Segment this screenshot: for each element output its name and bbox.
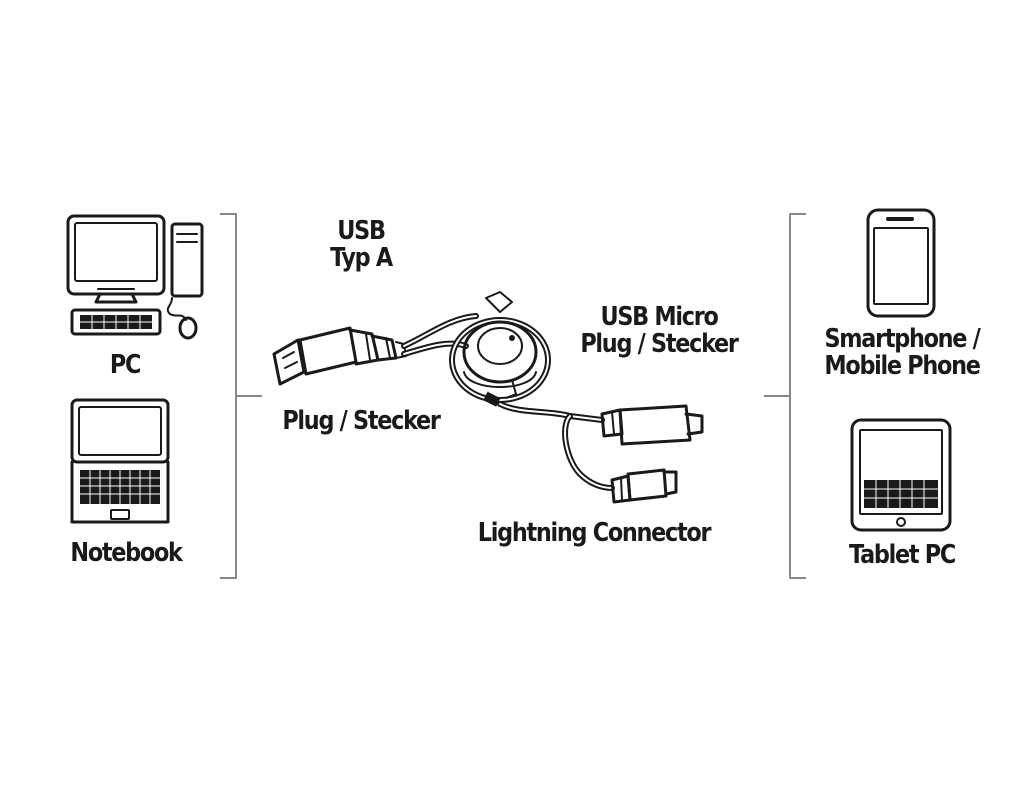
usb-a-plug-label: Plug / Stecker — [282, 406, 441, 436]
left-bracket — [220, 213, 262, 579]
usb-typ-a-line2: Typ A — [330, 243, 393, 273]
smartphone-line2: Mobile Phone — [824, 351, 980, 381]
usb-micro-label: USB Micro Plug / Stecker — [579, 304, 739, 358]
right-bracket — [764, 213, 806, 579]
usb-typ-a-label: USB Typ A — [314, 218, 409, 272]
tablet-label: Tablet PC — [849, 540, 956, 570]
notebook-icon — [70, 398, 170, 524]
smartphone-label: Smartphone / Mobile Phone — [814, 326, 989, 380]
usb-micro-line1: USB Micro — [600, 302, 718, 332]
lightning-connector-label: Lightning Connector — [477, 518, 712, 548]
smartphone-icon — [866, 208, 936, 318]
desktop-pc-icon — [66, 214, 204, 340]
tablet-icon — [850, 418, 952, 532]
usb-micro-line2: Plug / Stecker — [580, 329, 739, 359]
usb-typ-a-line1: USB — [337, 216, 386, 246]
smartphone-line1: Smartphone / — [824, 324, 980, 354]
usb-micro-plug-icon — [600, 404, 704, 446]
notebook-label: Notebook — [70, 538, 182, 568]
cable-reel-icon — [449, 291, 551, 407]
pc-label: PC — [109, 350, 142, 380]
retractable-cable-icon — [272, 291, 704, 504]
usb-a-plug-icon — [272, 326, 407, 386]
lightning-plug-icon — [610, 468, 678, 504]
